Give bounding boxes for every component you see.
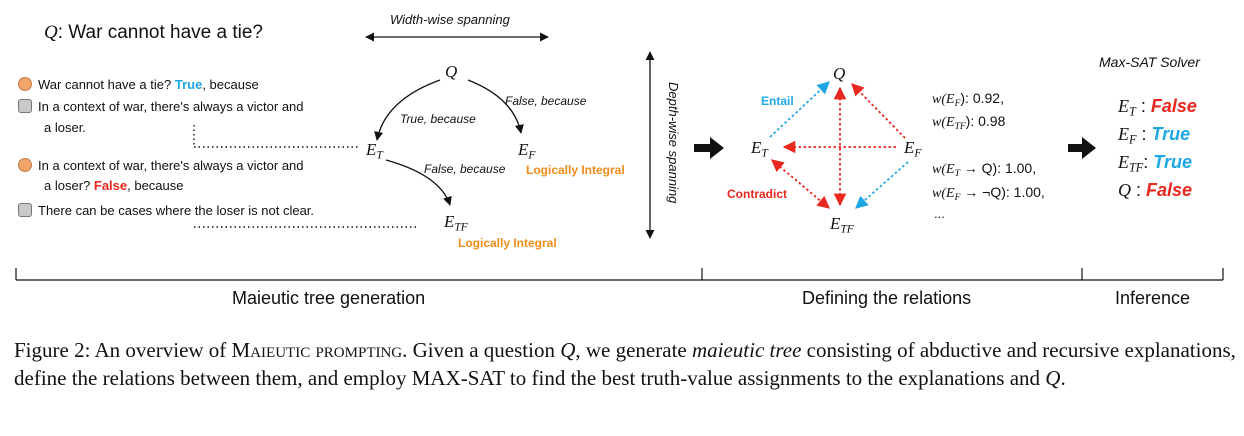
human-icon (18, 158, 32, 172)
solver-value: False (1150, 96, 1197, 116)
label-false: False (93, 178, 128, 193)
solver-row: EF : True (1118, 124, 1191, 147)
edge-label-true-because: True, because (400, 112, 476, 126)
solver-title: Max-SAT Solver (1099, 54, 1200, 70)
width-span-label: Width-wise spanning (390, 12, 510, 27)
section-relations: Defining the relations (802, 288, 972, 308)
dialog-line-1: War cannot have a tie? True, because (18, 77, 259, 92)
solver-row: ETF: True (1118, 152, 1192, 175)
contradict-ef-q (851, 83, 906, 139)
contradict-label: Contradict (727, 187, 787, 201)
edge-q-et (374, 79, 441, 141)
robot-icon (18, 99, 32, 113)
big-arrow-2 (1068, 137, 1096, 159)
edge-et-etf (385, 159, 452, 206)
edge-label-false-because: False, because (505, 94, 587, 108)
weight-4: w(EF → ¬Q): 1.00, (932, 184, 1045, 203)
dialog-line-3: In a context of war, there's always a vi… (18, 158, 304, 173)
solver-value: True (1151, 124, 1191, 144)
solver-value: False (1146, 180, 1193, 200)
big-arrow-1 (694, 137, 724, 159)
dialog-line-4: There can be cases where the loser is no… (18, 203, 314, 218)
dialog-line-2: In a context of war, there's always a vi… (18, 99, 304, 114)
logically-integral-ef: Logically Integral (526, 163, 625, 177)
entail-et-q (769, 81, 830, 138)
dialog-line-3b: a loser? False, because (44, 178, 184, 193)
weight-ellipsis: ... (934, 206, 945, 221)
robot-icon (18, 203, 32, 217)
question-var: Q (44, 22, 58, 43)
question-text: : War cannot have a tie? (57, 22, 263, 43)
solver-value: True (1153, 152, 1192, 172)
weight-3: w(ET → Q): 1.00, (932, 160, 1037, 179)
figure-caption: Figure 2: An overview of Maieutic prompt… (14, 338, 1236, 390)
weight-1: w(EF): 0.92, (932, 90, 1004, 109)
dialog-line-2b: a loser. (44, 120, 86, 135)
depth-span-label: Depth-wise spanning (666, 82, 681, 204)
logically-integral-etf: Logically Integral (458, 236, 557, 250)
rel-node-et: ET (751, 138, 768, 160)
edge-q-ef (467, 79, 524, 134)
edge-label-false-because-2: False, because (424, 162, 506, 176)
rel-node-q: Q (833, 64, 846, 83)
human-icon (18, 77, 32, 91)
tree-node-et: ET (366, 140, 383, 162)
section-inference: Inference (1115, 288, 1191, 308)
tree-node-q: Q (445, 62, 458, 81)
label-true: True (174, 77, 203, 92)
entail-label: Entail (761, 94, 794, 108)
question-line: Q: War cannot have a tie? (44, 22, 263, 44)
section-tree-generation: Maieutic tree generation (232, 288, 426, 308)
contradict-et-etf (771, 159, 830, 209)
solver-row: Q : False (1118, 180, 1193, 200)
tree-node-etf: ETF (444, 212, 468, 234)
rel-node-ef: EF (904, 138, 922, 160)
solver-row: ET : False (1118, 96, 1197, 119)
entail-ef-etf (855, 161, 909, 209)
rel-node-etf: ETF (830, 214, 854, 236)
weight-2: w(ETF): 0.98 (932, 113, 1006, 132)
tree-node-ef: EF (518, 140, 536, 162)
